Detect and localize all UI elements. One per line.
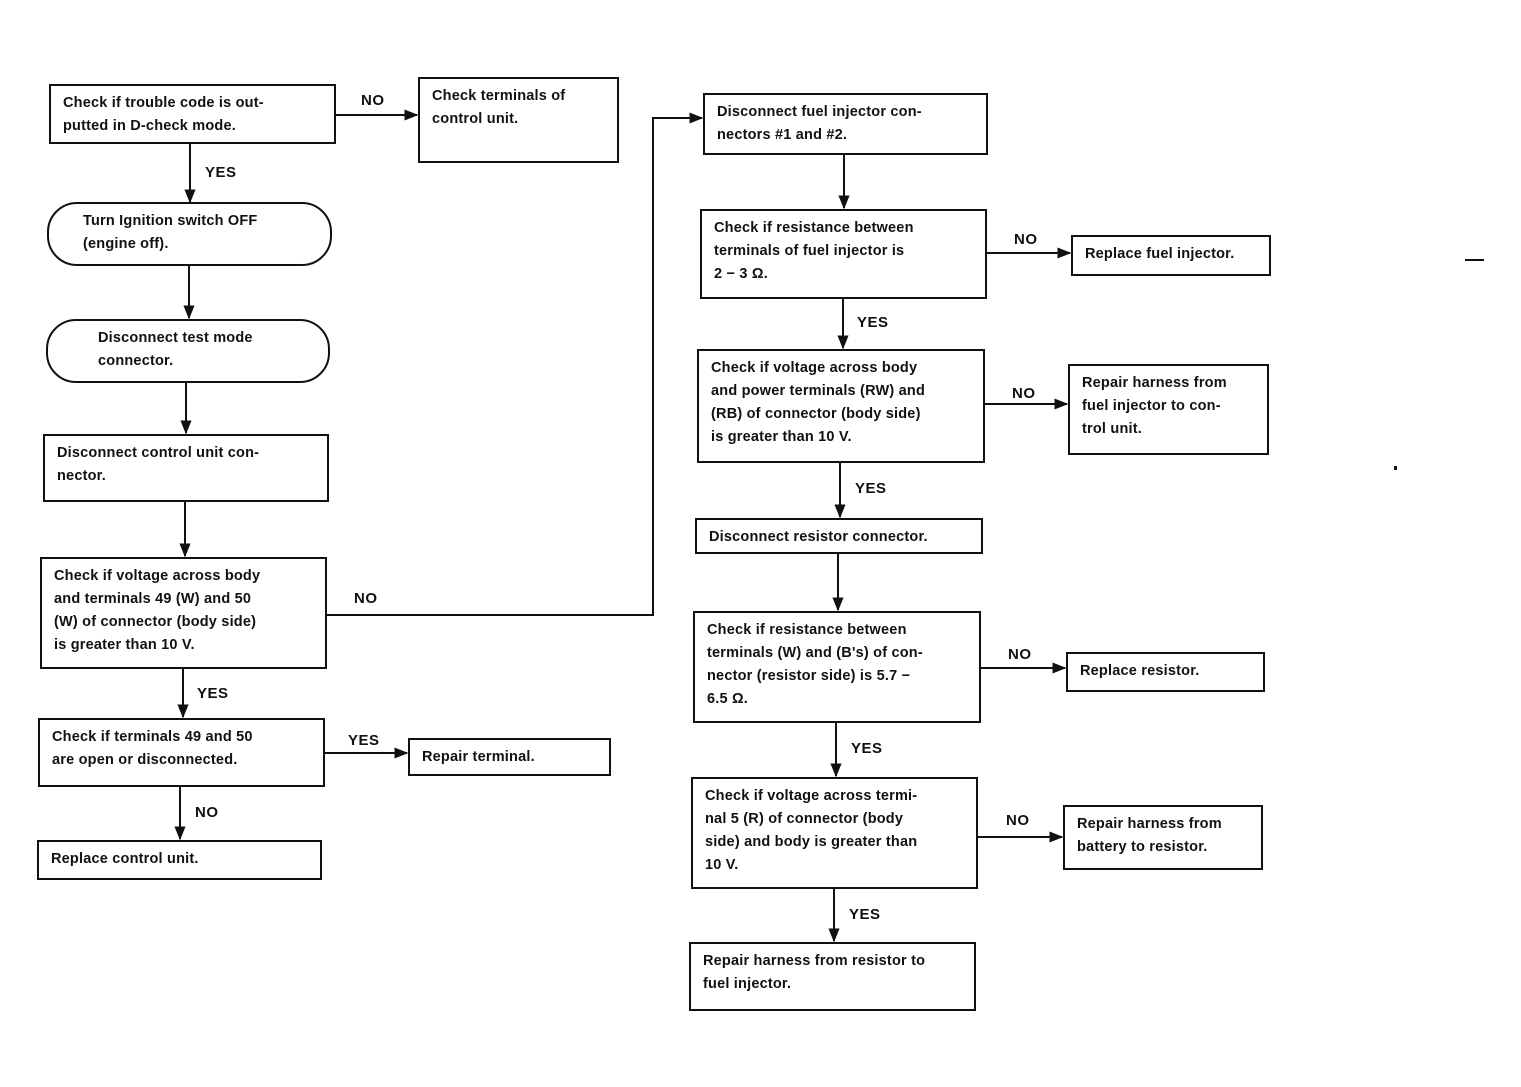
node-repair-harness-injector-control: Repair harness from fuel injector to con… — [1068, 364, 1269, 455]
label-yes: YES — [849, 906, 881, 923]
node-check-voltage-terminal-5: Check if voltage across termi- nal 5 (R)… — [691, 777, 978, 889]
label-no: NO — [1008, 646, 1032, 663]
edge-n6-n10 — [326, 112, 704, 616]
node-ignition-off: Turn Ignition switch OFF (engine off). — [47, 202, 332, 266]
node-disconnect-control-unit: Disconnect control unit con- nector. — [43, 434, 329, 502]
node-check-trouble-code: Check if trouble code is out- putted in … — [49, 84, 336, 144]
node-replace-fuel-injector: Replace fuel injector. — [1071, 235, 1271, 276]
label-yes: YES — [857, 314, 889, 331]
node-check-voltage-rw-rb: Check if voltage across body and power t… — [697, 349, 985, 463]
node-check-injector-resistance: Check if resistance between terminals of… — [700, 209, 987, 299]
node-disconnect-resistor: Disconnect resistor connector. — [695, 518, 983, 554]
node-replace-resistor: Replace resistor. — [1066, 652, 1265, 692]
label-yes: YES — [197, 685, 229, 702]
label-no: NO — [195, 804, 219, 821]
label-yes: YES — [855, 480, 887, 497]
label-yes: YES — [205, 164, 237, 181]
node-repair-harness-battery-resistor: Repair harness from battery to resistor. — [1063, 805, 1263, 870]
node-repair-harness-resistor-injector: Repair harness from resistor to fuel inj… — [689, 942, 976, 1011]
stray-dot — [1394, 466, 1397, 470]
node-disconnect-test-mode: Disconnect test mode connector. — [46, 319, 330, 383]
label-no: NO — [1006, 812, 1030, 829]
node-repair-terminal: Repair terminal. — [408, 738, 611, 776]
node-replace-control-unit: Replace control unit. — [37, 840, 322, 880]
label-no: NO — [361, 92, 385, 109]
node-check-voltage-49-50: Check if voltage across body and termina… — [40, 557, 327, 669]
label-no: NO — [1012, 385, 1036, 402]
node-disconnect-fuel-injector: Disconnect fuel injector con- nectors #1… — [703, 93, 988, 155]
node-check-terminals-open: Check if terminals 49 and 50 are open or… — [38, 718, 325, 787]
label-yes: YES — [348, 732, 380, 749]
label-yes: YES — [851, 740, 883, 757]
node-check-resistor-resistance: Check if resistance between terminals (W… — [693, 611, 981, 723]
node-check-control-unit-terminals: Check terminals of control unit. — [418, 77, 619, 163]
label-no: NO — [1014, 231, 1038, 248]
label-no: NO — [354, 590, 378, 607]
